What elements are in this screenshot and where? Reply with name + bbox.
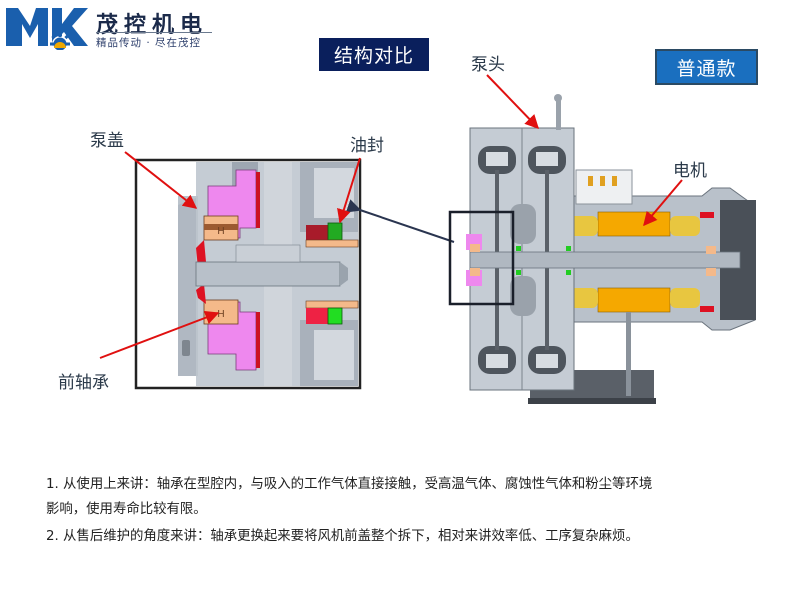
note-2: 2. 从售后维护的角度来讲：轴承更换起来要将风机前盖整个拆下，相对来讲效率低、工… (46, 524, 766, 549)
label-front-bearing: 前轴承 (58, 373, 109, 393)
pump-structure-diagram: H H (99, 74, 756, 404)
label-oil-seal: 油封 (350, 136, 384, 156)
oil-seal-arrow (337, 157, 361, 224)
front-bearing-arrow (99, 310, 220, 359)
page-title: 结构对比 (319, 38, 429, 71)
brand-name: 茂控机电 (96, 13, 209, 38)
company-logo: 茂控机电 精品传动 · 尽在茂控 (4, 4, 214, 50)
brand-divider (96, 32, 212, 33)
svg-text:H: H (217, 309, 224, 320)
note-2-number: 2. (46, 529, 59, 544)
label-motor: 电机 (673, 161, 707, 181)
note-1-continuation: 影响，使用寿命比较有限。 (46, 502, 207, 517)
variant-badge: 普通款 (655, 49, 758, 85)
brand-slogan: 精品传动 · 尽在茂控 (96, 37, 202, 49)
label-pump-head: 泵头 (471, 55, 505, 75)
note-1: 1. 从使用上来讲：轴承在型腔内，与吸入的工作气体直接接触，受高温气体、腐蚀性气… (46, 472, 766, 522)
pump-cross-section (448, 94, 756, 404)
label-pump-cover: 泵盖 (90, 131, 124, 151)
svg-text:H: H (217, 226, 224, 237)
note-1-number: 1. (46, 477, 59, 492)
detail-zoom-view: H H (134, 158, 362, 390)
mk-logo-mark-icon (6, 8, 88, 50)
note-1-text: 从使用上来讲：轴承在型腔内，与吸入的工作气体直接接触，受高温气体、腐蚀性气体和粉… (63, 477, 653, 492)
motor-arrow (643, 179, 683, 227)
pump-head-arrow (486, 74, 539, 130)
pump-cover-arrow (124, 151, 198, 209)
detail-connector-line (345, 199, 455, 243)
note-2-text: 从售后维护的角度来讲：轴承更换起来要将风机前盖整个拆下，相对来讲效率低、工序复杂… (63, 529, 639, 544)
